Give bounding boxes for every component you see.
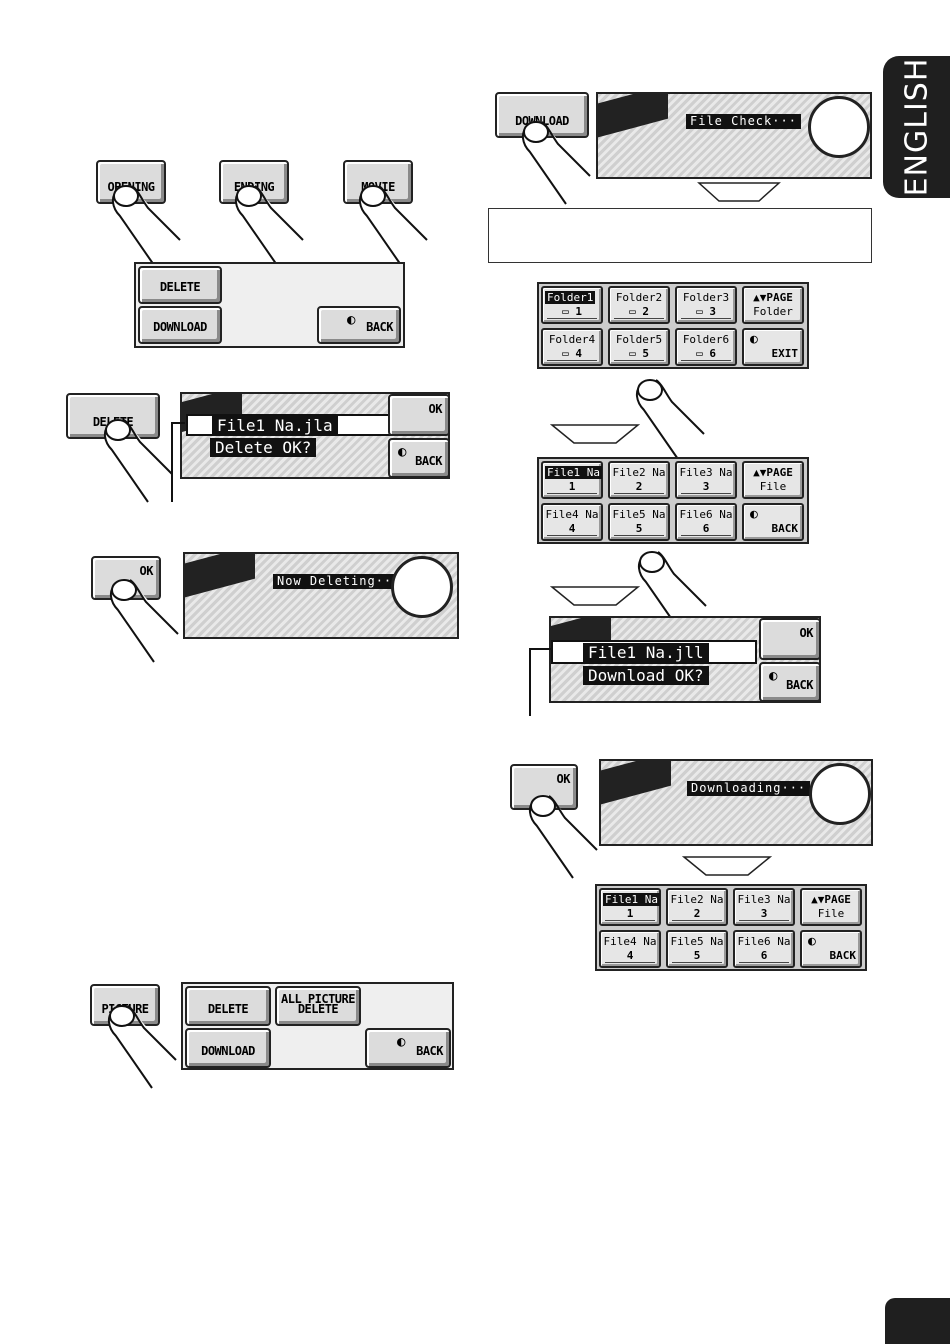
down-arrow-icon xyxy=(697,182,781,202)
download-button[interactable]: DOWNLOAD xyxy=(138,306,222,344)
folder-icon: ▭ xyxy=(696,305,703,318)
exit-button[interactable]: ◐EXIT xyxy=(742,328,804,366)
deleting-banner: Now Deleting··· xyxy=(273,574,405,589)
download-button[interactable]: DOWNLOAD xyxy=(185,1028,271,1068)
download-confirm-screen: File1 Na.jll Download OK? OK ◐ BACK xyxy=(549,616,821,703)
downloading-banner: Downloading··· xyxy=(687,781,811,796)
down-arrow-icon xyxy=(550,424,640,444)
finger-press-icon xyxy=(104,419,173,503)
finger-press-icon xyxy=(108,1005,177,1089)
deleting-screen: Now Deleting··· xyxy=(183,552,459,639)
all-picture-delete-button[interactable]: ALL PICTURE DELETE xyxy=(275,986,361,1026)
knob-icon: ◐ xyxy=(397,1034,406,1050)
finger-press-icon xyxy=(110,579,179,663)
page-number-tab xyxy=(885,1298,950,1344)
finger-press-icon xyxy=(638,551,707,635)
folder-icon: ▭ xyxy=(562,347,569,360)
down-arrow-icon xyxy=(682,856,772,876)
language-tab: ENGLISH xyxy=(883,56,950,198)
back-button[interactable]: ◐ BACK xyxy=(365,1028,451,1068)
folder-icon: ▭ xyxy=(629,305,636,318)
back-button[interactable]: ◐BACK xyxy=(800,930,862,968)
folder-3-button[interactable]: Folder3▭ 3 xyxy=(675,286,737,324)
knob-icon: ◐ xyxy=(347,312,356,328)
knob-icon: ◐ xyxy=(750,332,758,347)
downloading-screen: Downloading··· xyxy=(599,759,873,846)
back-button[interactable]: ◐ BACK xyxy=(759,662,819,701)
finger-press-icon xyxy=(112,185,181,269)
knob-icon: ◐ xyxy=(750,507,758,522)
back-button[interactable]: ◐ BACK xyxy=(388,438,448,477)
folder-6-button[interactable]: Folder6▭ 6 xyxy=(675,328,737,366)
finger-press-icon xyxy=(359,185,428,269)
selected-file-box: File1 Na.jll xyxy=(551,640,757,664)
knob-icon: ◐ xyxy=(398,444,407,460)
up-down-arrow-icon: ▲▼ xyxy=(753,291,767,304)
back-button[interactable]: ◐BACK xyxy=(742,503,804,541)
folder-icon: ▭ xyxy=(696,347,703,360)
up-down-arrow-icon: ▲▼ xyxy=(811,893,825,906)
folder-2-button[interactable]: Folder2▭ 2 xyxy=(608,286,670,324)
clock-icon xyxy=(808,96,870,158)
up-down-arrow-icon: ▲▼ xyxy=(753,466,767,479)
file-check-banner: File Check··· xyxy=(686,114,801,129)
delete-button[interactable]: DELETE xyxy=(138,266,222,304)
finger-press-icon xyxy=(522,121,591,205)
folder-icon: ▭ xyxy=(562,305,569,318)
delete-confirm-screen: File1 Na.jla Delete OK? OK ◐ BACK xyxy=(180,392,450,479)
picture-button[interactable]: PICTURE xyxy=(90,984,160,1026)
delete-button[interactable]: DELETE xyxy=(185,986,271,1026)
finger-press-icon xyxy=(636,379,705,463)
ok-button[interactable]: OK xyxy=(759,618,819,660)
folder-5-button[interactable]: Folder5▭ 5 xyxy=(608,328,670,366)
selected-file-box: File1 Na.jla xyxy=(186,414,392,436)
clock-icon xyxy=(809,763,871,825)
ok-press-button[interactable]: OK xyxy=(91,556,161,600)
folder-1-button[interactable]: Folder1▭ 1 xyxy=(541,286,603,324)
folder-icon: ▭ xyxy=(629,347,636,360)
language-label: ENGLISH xyxy=(899,57,934,197)
ok-button[interactable]: OK xyxy=(388,394,448,436)
delete-download-menu: DELETE DOWNLOAD ◐ BACK xyxy=(134,262,405,348)
info-box xyxy=(488,208,872,263)
down-arrow-icon xyxy=(550,586,640,606)
finger-press-icon xyxy=(529,795,598,879)
knob-icon: ◐ xyxy=(769,668,778,684)
clock-icon xyxy=(391,556,453,618)
knob-icon: ◐ xyxy=(808,934,816,949)
file-check-screen: File Check··· xyxy=(596,92,872,179)
picture-menu: DELETE ALL PICTURE DELETE DOWNLOAD ◐ BAC… xyxy=(181,982,454,1070)
folder-4-button[interactable]: Folder4▭ 4 xyxy=(541,328,603,366)
back-button[interactable]: ◐ BACK xyxy=(317,306,401,344)
finger-press-icon xyxy=(235,185,304,269)
